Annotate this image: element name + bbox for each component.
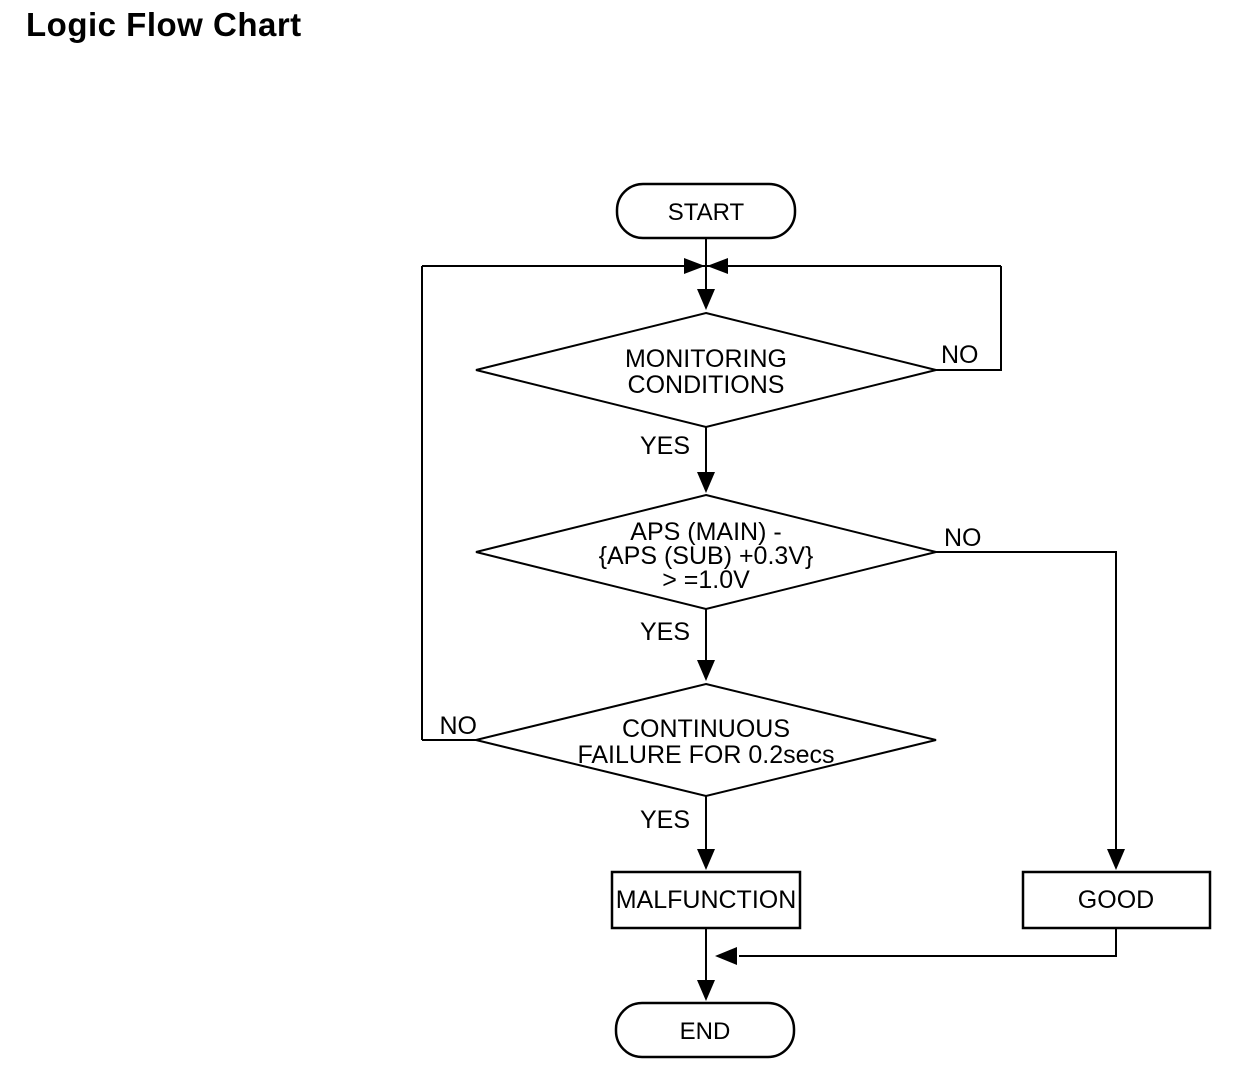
arrowhead-into-monitoring [697, 289, 715, 310]
monitoring-no-label: NO [941, 341, 979, 369]
good-process-shape [1021, 870, 1212, 930]
arrowhead-into-good [1107, 849, 1125, 870]
aps-no-label: NO [944, 524, 982, 552]
aps-decision: APS (MAIN) - {APS (SUB) +0.3V} > =1.0V [475, 493, 937, 611]
edge-aps-no [936, 551, 1117, 851]
start-node: START [615, 182, 797, 240]
arrowhead-into-continuous [697, 660, 715, 681]
good-node: GOOD [1021, 870, 1212, 930]
malfunction-process-shape [610, 870, 802, 930]
arrowhead-good-merge [715, 947, 737, 965]
good-label: GOOD [1078, 886, 1154, 914]
continuous-decision: CONTINUOUS FAILURE FOR 0.2secs [475, 682, 937, 798]
continuous-label-line1: CONTINUOUS [622, 715, 790, 743]
end-label: END [680, 1018, 731, 1045]
edge-good-return [739, 928, 1117, 957]
continuous-no-label: NO [440, 712, 478, 740]
monitoring-label-line1: MONITORING [625, 345, 787, 373]
monitoring-decision-shape [475, 311, 937, 429]
start-terminator-shape [615, 182, 797, 240]
aps-label-line3: > =1.0V [662, 566, 750, 594]
malfunction-node: MALFUNCTION [610, 870, 802, 930]
aps-label-line1: APS (MAIN) - [630, 518, 781, 546]
page-title: Logic Flow Chart [26, 6, 302, 43]
monitoring-decision: MONITORING CONDITIONS [475, 311, 937, 429]
aps-decision-shape [475, 493, 937, 611]
malfunction-label: MALFUNCTION [616, 886, 797, 914]
edge-monitoring-no [936, 266, 1002, 371]
arrowhead-into-aps [697, 472, 715, 493]
continuous-label-line2: FAILURE FOR 0.2secs [577, 741, 834, 769]
monitoring-label-line2: CONDITIONS [628, 371, 785, 399]
aps-yes-label: YES [640, 618, 690, 646]
end-terminator-shape [614, 1001, 796, 1059]
monitoring-yes-label: YES [640, 432, 690, 460]
arrowhead-merge-right [707, 258, 728, 274]
arrowhead-into-malfunction [697, 849, 715, 870]
connectors [421, 238, 1125, 1001]
continuous-yes-label: YES [640, 806, 690, 834]
continuous-decision-shape [475, 682, 937, 798]
arrowhead-into-end [697, 980, 715, 1001]
start-label: START [668, 199, 745, 226]
arrowhead-merge-left [684, 258, 705, 274]
end-node: END [614, 1001, 796, 1059]
aps-label-line2: {APS (SUB) +0.3V} [599, 542, 814, 570]
